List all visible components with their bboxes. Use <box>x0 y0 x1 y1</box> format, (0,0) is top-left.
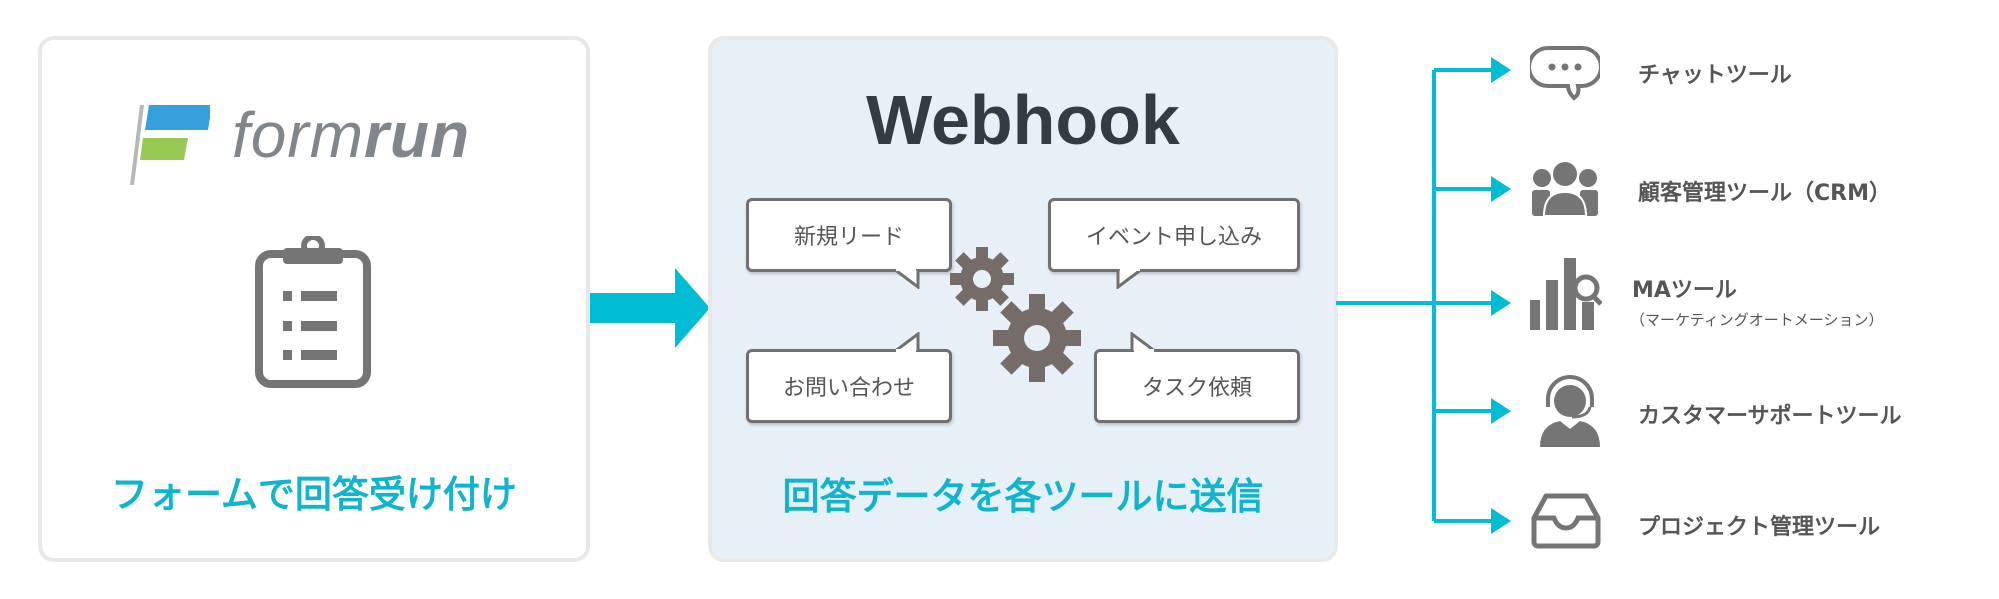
bubble-label: お問い合わせ <box>782 376 915 401</box>
bubble-tail <box>1116 269 1144 289</box>
webhook-caption: 回答データを各ツールに送信 <box>782 475 1264 518</box>
tool-ma-sublabel: （マーケティングオートメーション） <box>1630 311 1884 329</box>
bar-chart-search-icon <box>1530 258 1602 330</box>
webhook-title: Webhook <box>866 81 1180 159</box>
formrun-logo-text: formrun <box>232 98 470 172</box>
headset-operator-icon <box>1540 375 1600 447</box>
chat-bubble-icon <box>1530 46 1600 101</box>
gears-icon <box>950 247 1081 382</box>
inbox-tray-icon <box>1531 493 1601 549</box>
bubble-inquiry: お問い合わせ <box>746 349 952 423</box>
tool-chat-label: チャットツール <box>1638 63 1792 88</box>
bubble-label: イベント申し込み <box>1085 225 1262 250</box>
tool-ma-label: MAツール <box>1632 278 1737 303</box>
bubble-task-request: タスク依頼 <box>1094 349 1300 423</box>
bubble-event-signup: イベント申し込み <box>1048 198 1300 272</box>
tool-project-label: プロジェクト管理ツール <box>1638 515 1881 540</box>
bubble-tail <box>894 332 920 352</box>
bubble-label: タスク依頼 <box>1141 376 1252 401</box>
clipboard-list-icon <box>255 236 371 388</box>
bubble-tail <box>1130 332 1158 352</box>
form-caption: フォームで回答受け付け <box>111 473 517 516</box>
right-arrow-icon <box>590 268 710 348</box>
logo-text-form: form <box>232 99 364 171</box>
users-group-icon <box>1532 160 1598 216</box>
tool-support-label: カスタマーサポートツール <box>1638 404 1902 429</box>
webhook-panel <box>708 36 1338 562</box>
distribution-lines <box>1336 57 1511 534</box>
bubble-tail <box>894 269 920 289</box>
bubble-new-lead: 新規リード <box>746 198 952 272</box>
formrun-logo-icon <box>130 105 210 185</box>
bubble-label: 新規リード <box>793 225 904 250</box>
tool-crm-label: 顧客管理ツール（CRM） <box>1638 181 1891 206</box>
logo-text-run: run <box>364 99 471 171</box>
